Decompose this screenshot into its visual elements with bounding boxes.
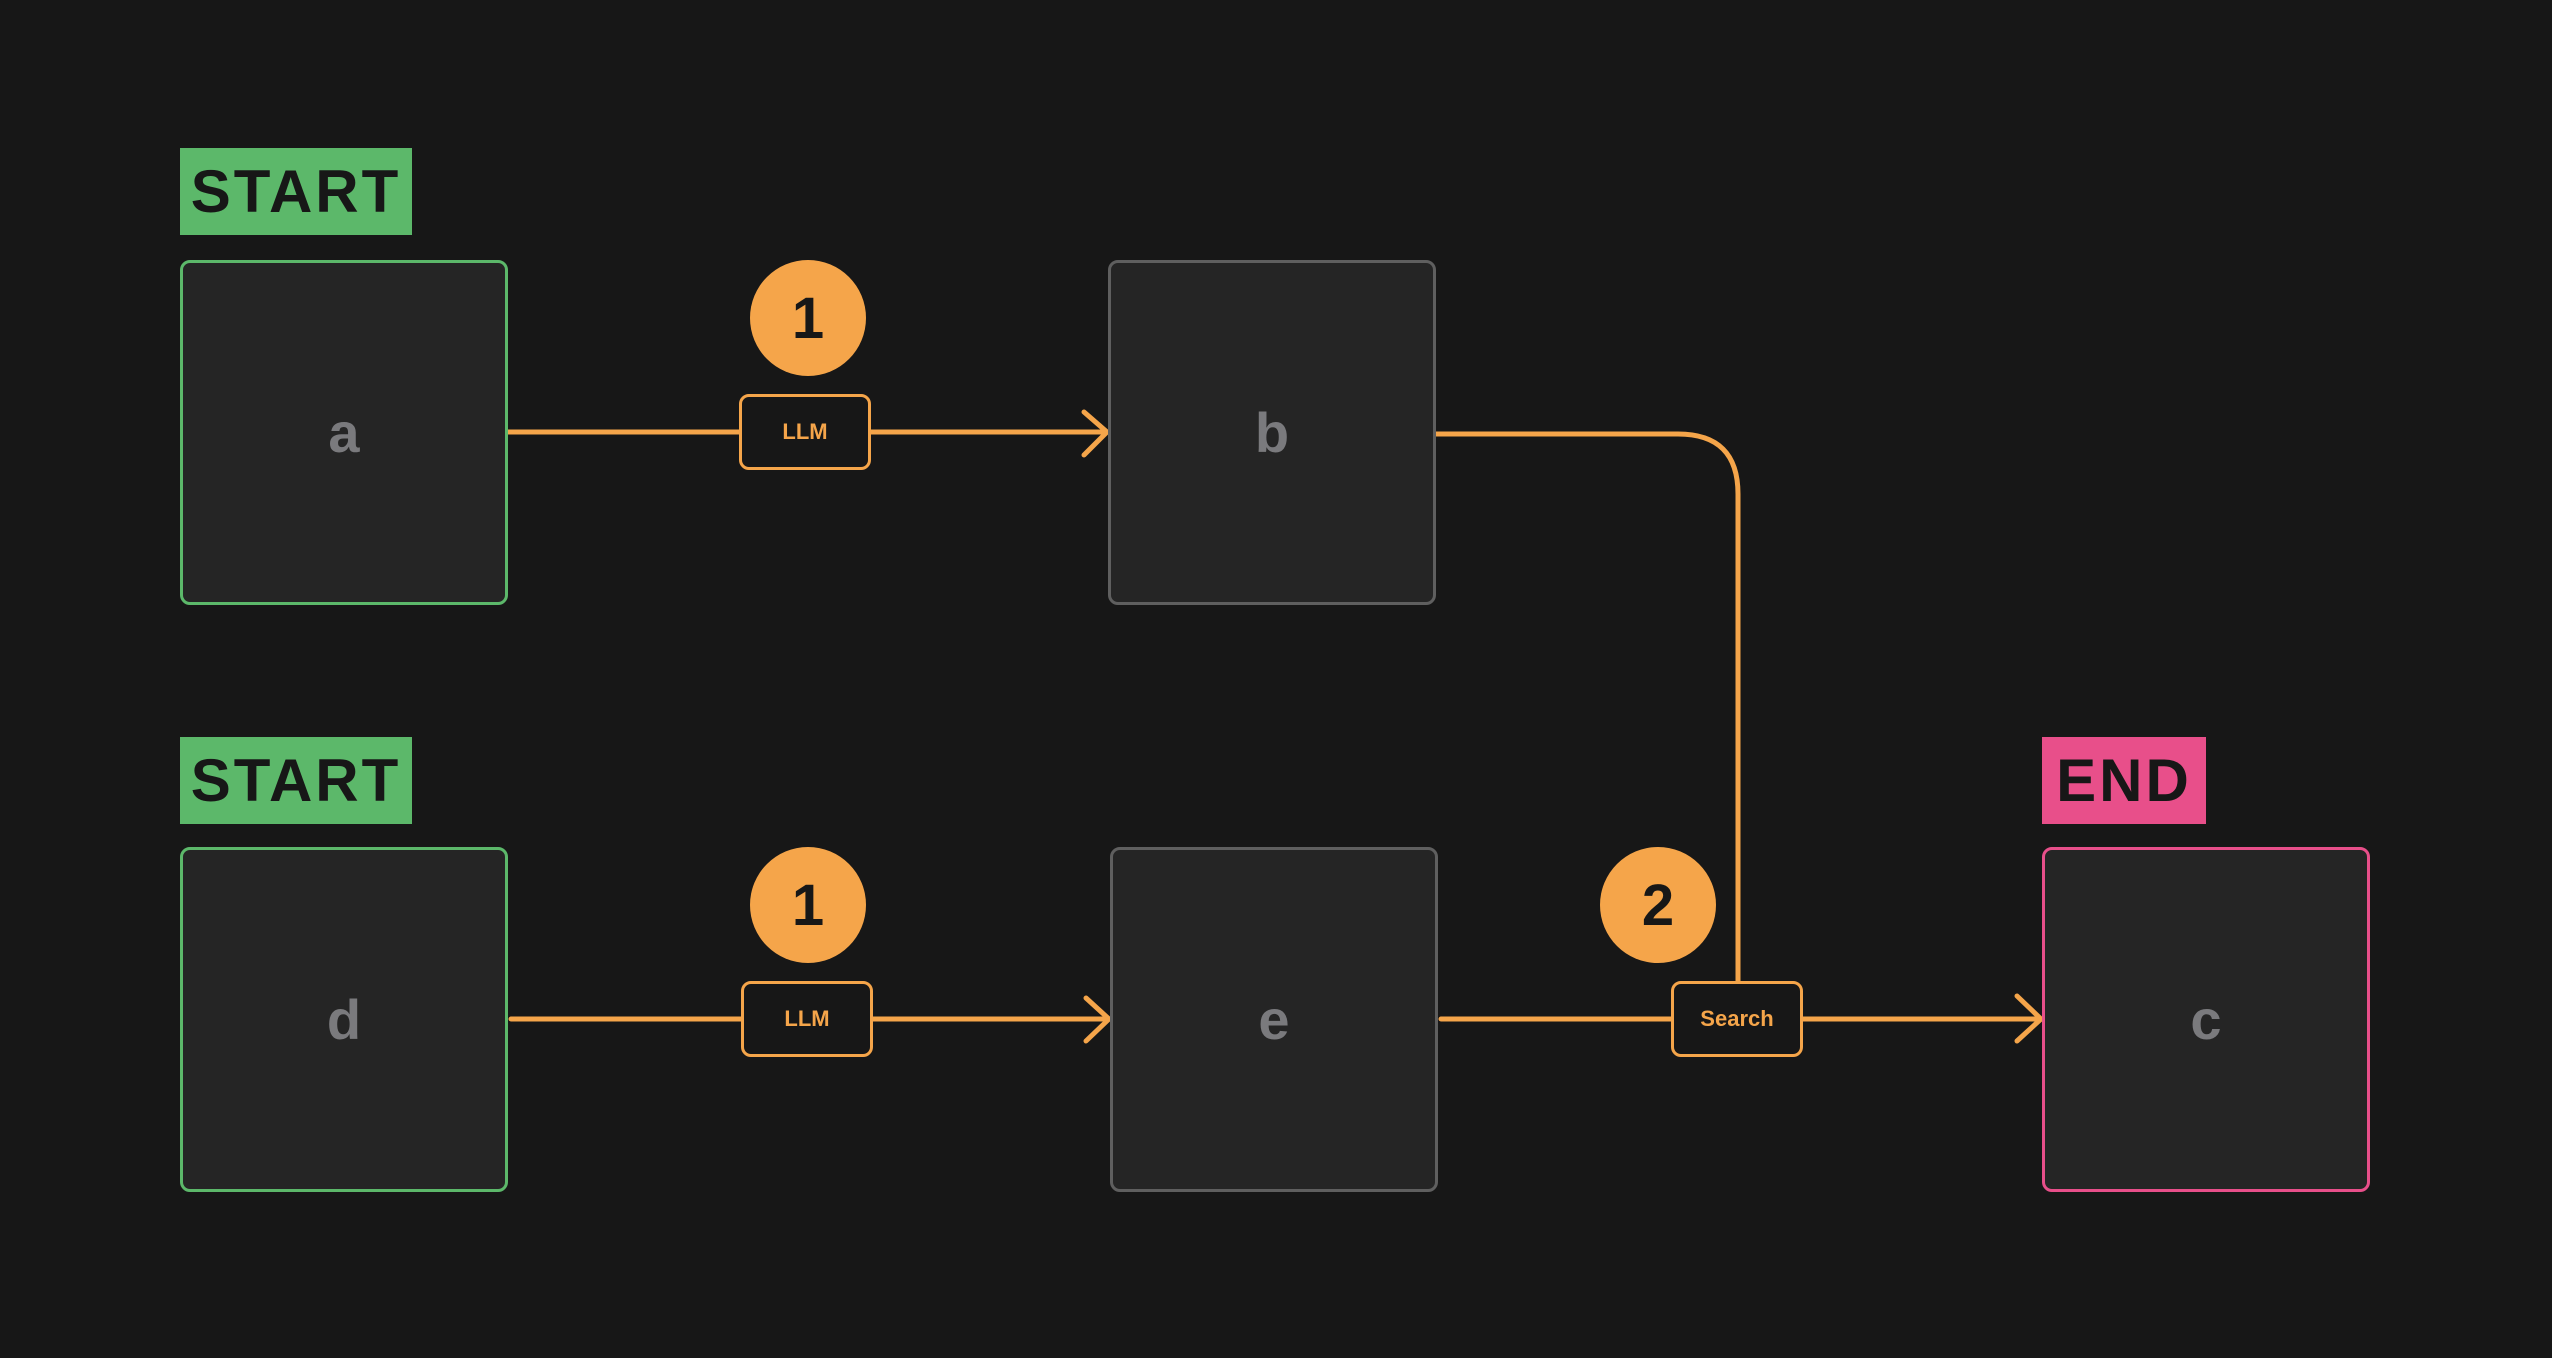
arrow-head-c: [2014, 993, 2044, 1044]
arrow-head-b: [1081, 409, 1110, 458]
node-e[interactable]: e: [1110, 847, 1438, 1192]
step-badge-search: 2: [1600, 847, 1716, 963]
end-tag: END: [2042, 737, 2206, 824]
node-a[interactable]: a: [180, 260, 508, 605]
edge-label-search[interactable]: Search: [1671, 981, 1803, 1057]
node-c[interactable]: c: [2042, 847, 2370, 1192]
node-d[interactable]: d: [180, 847, 508, 1192]
edge-b-to-search: [1433, 431, 1741, 985]
step-badge-bottom: 1: [750, 847, 866, 963]
node-b[interactable]: b: [1108, 260, 1436, 605]
edge-label-llm-bottom[interactable]: LLM: [741, 981, 873, 1057]
arrow-head-e: [1083, 995, 1112, 1044]
step-badge-top: 1: [750, 260, 866, 376]
start-tag-bottom: START: [180, 737, 412, 824]
edge-label-llm-top[interactable]: LLM: [739, 394, 871, 470]
start-tag-top: START: [180, 148, 412, 235]
